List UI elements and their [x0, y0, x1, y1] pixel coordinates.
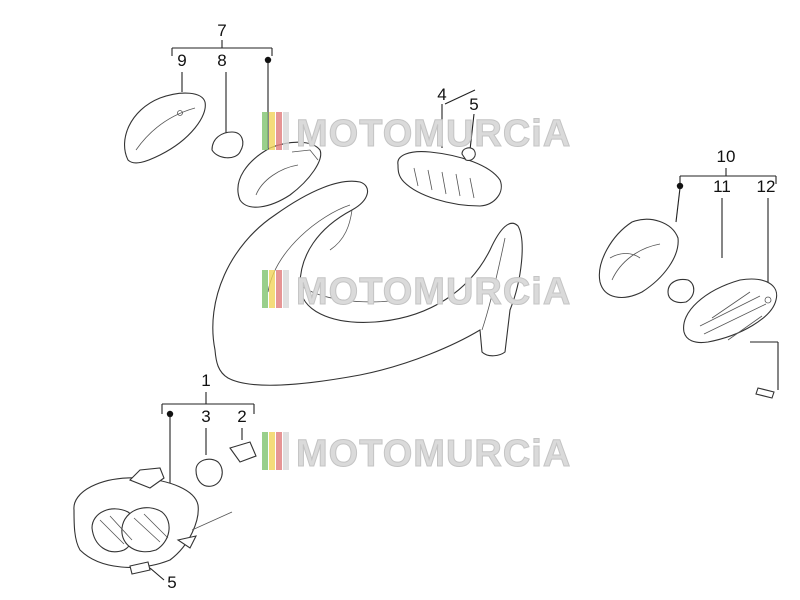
indicator-lens-left [124, 92, 206, 164]
indicator-housing-left [237, 141, 322, 208]
bulb-2 [229, 441, 257, 463]
callout-10: 10 [717, 147, 736, 166]
callout-3: 3 [201, 407, 210, 426]
callout-dot [676, 182, 684, 190]
bulb-11 [667, 278, 695, 304]
rear-lens-group: 4 5 [397, 85, 502, 207]
screw-right [755, 387, 775, 399]
left-indicator-group: 7 9 8 [124, 21, 322, 208]
watermark-middle: MOTOMURCiA [262, 270, 571, 314]
callout-1: 1 [201, 371, 210, 390]
callout-dot [264, 56, 272, 64]
watermark-bottom: MOTOMURCiA [262, 432, 571, 476]
callout-8: 8 [217, 51, 226, 70]
callout-12: 12 [757, 177, 776, 196]
callout-11: 11 [713, 177, 731, 196]
callout-9: 9 [177, 51, 186, 70]
bulb-3 [195, 458, 223, 487]
watermark-top: MOTOMURCiA [262, 112, 571, 156]
callout-5-bottom: 5 [167, 573, 176, 592]
indicator-housing-right [598, 218, 679, 298]
screw-bottom [129, 561, 151, 575]
callout-2: 2 [237, 407, 246, 426]
headlight-mount [129, 467, 165, 489]
callout-5-top: 5 [469, 95, 478, 114]
bulb-8 [211, 131, 244, 159]
bulb-5 [461, 147, 476, 161]
callout-7: 7 [217, 21, 226, 40]
watermark-text: MOTOMURCiA [296, 433, 571, 475]
right-indicator-group: 10 11 12 [598, 147, 779, 399]
headlight-group: 1 3 2 5 [73, 371, 257, 592]
headlight-reflector-right [121, 507, 170, 553]
watermark-text: MOTOMURCiA [296, 271, 571, 313]
watermark-text: MOTOMURCiA [296, 113, 571, 155]
callout-dot [166, 410, 174, 418]
rear-lens [397, 151, 502, 207]
callout-4: 4 [437, 85, 446, 104]
